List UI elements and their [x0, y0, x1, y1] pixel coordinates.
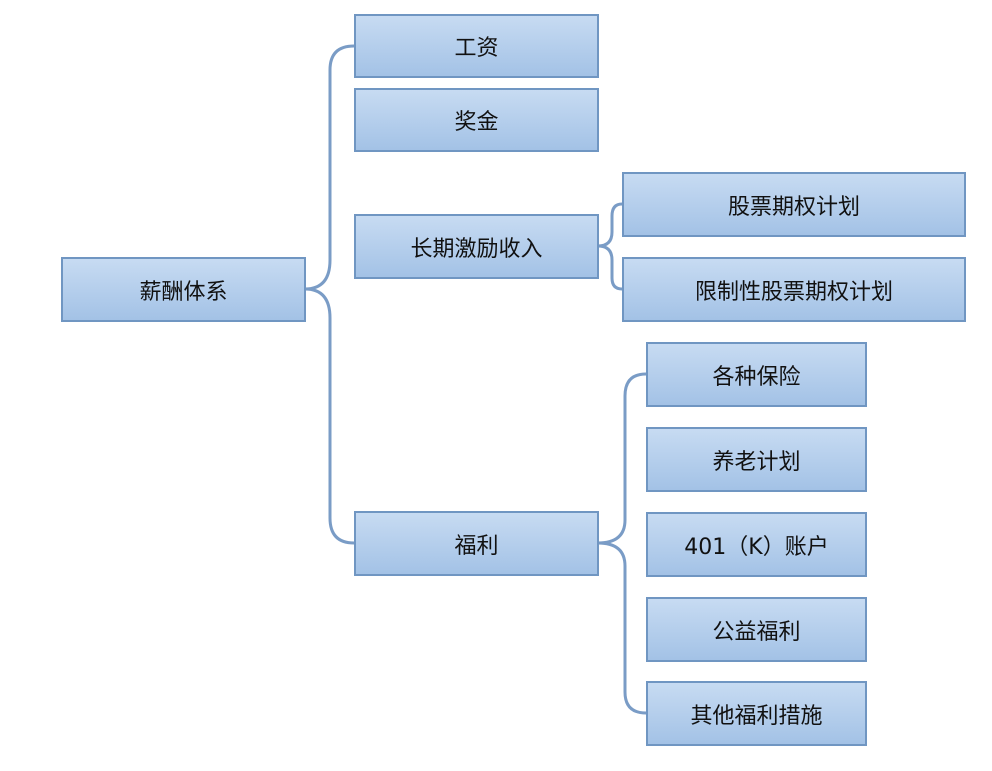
node-bonus: 奖金	[354, 88, 599, 152]
node-public-welfare: 公益福利	[646, 597, 867, 662]
connector-benefits	[597, 372, 647, 715]
node-other-benefits: 其他福利措施	[646, 681, 867, 746]
connector-root-up	[304, 44, 355, 291]
root-node: 薪酬体系	[61, 257, 306, 322]
node-long-term-incentive: 长期激励收入	[354, 214, 599, 279]
node-pension: 养老计划	[646, 427, 867, 492]
node-stock-options: 股票期权计划	[622, 172, 966, 237]
connector-root-down	[304, 287, 355, 545]
node-salary: 工资	[354, 14, 599, 78]
node-insurance: 各种保险	[646, 342, 867, 407]
node-401k: 401（K）账户	[646, 512, 867, 577]
connector-longterm	[597, 202, 623, 291]
node-restricted-stock: 限制性股票期权计划	[622, 257, 966, 322]
node-benefits: 福利	[354, 511, 599, 576]
